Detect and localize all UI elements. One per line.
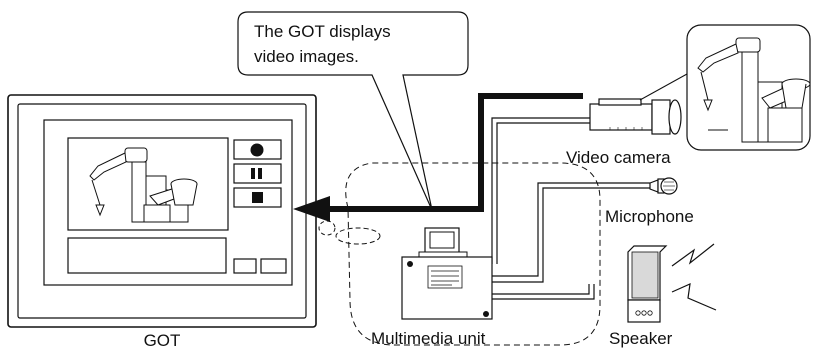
robot-arm-image-camera (697, 37, 811, 143)
multimedia-region (345, 162, 601, 346)
small-button-left[interactable] (233, 258, 257, 274)
multimedia-unit-label: Multimedia unit (371, 329, 486, 348)
connector-dash-large (335, 227, 381, 245)
speaker (627, 245, 668, 323)
cables (490, 117, 650, 300)
connector-dash-small (318, 220, 336, 236)
lightning-icon (671, 243, 717, 311)
got-terminal (7, 94, 317, 328)
camera-scene (639, 24, 811, 151)
video-camera-label: Video camera (566, 148, 671, 167)
speaker-label: Speaker (609, 329, 673, 348)
video-camera (589, 98, 682, 135)
stop-icon (252, 192, 263, 203)
microphone (649, 177, 678, 195)
pause-icon (251, 168, 262, 179)
microphone-label: Microphone (605, 207, 694, 226)
multimedia-unit (401, 227, 493, 320)
callout-line-1: The GOT displays (254, 22, 391, 41)
robot-arm-image (89, 147, 198, 223)
small-button-right[interactable] (260, 258, 287, 274)
video-arrow (293, 196, 330, 222)
video-signal-line (330, 93, 583, 212)
record-icon (250, 143, 264, 157)
callout-bubble (237, 11, 469, 211)
got-label: GOT (144, 331, 181, 350)
callout-line-2: video images. (254, 47, 359, 66)
pause-button[interactable] (233, 163, 282, 184)
info-panel (67, 237, 227, 274)
